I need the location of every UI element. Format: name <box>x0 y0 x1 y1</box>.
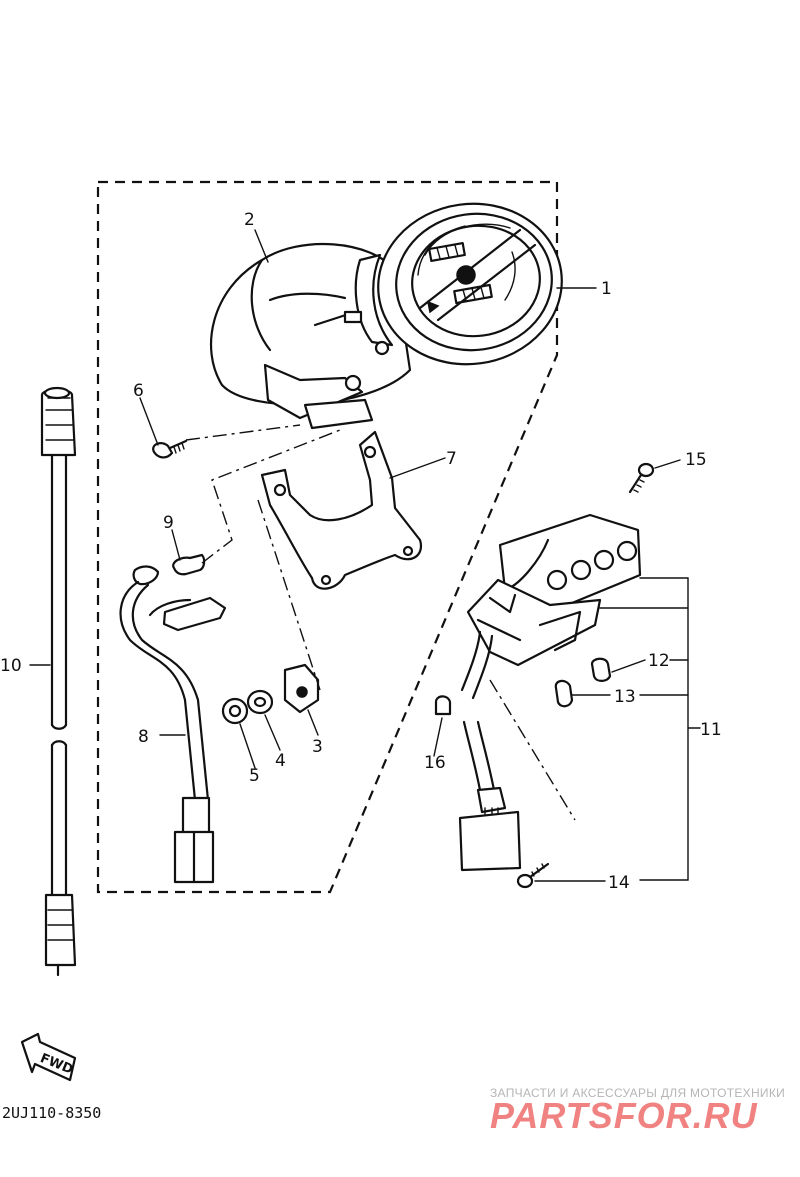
part-number-9: 9 <box>163 513 174 533</box>
part-number-16: 16 <box>424 753 446 773</box>
part-number-6: 6 <box>133 381 144 401</box>
screw-15[interactable] <box>628 462 655 494</box>
diagram-code: 2UJ110-8350 <box>2 1104 101 1122</box>
speedometer-assembly[interactable] <box>343 192 572 376</box>
part-number-10: 10 <box>0 656 22 676</box>
bulb-9[interactable] <box>172 553 206 576</box>
part-number-3: 3 <box>312 737 323 757</box>
part-number-15: 15 <box>685 450 707 470</box>
meter-lead-wire[interactable] <box>119 565 227 884</box>
part-number-13: 13 <box>614 687 636 707</box>
damper-3[interactable] <box>283 663 320 714</box>
part-number-8: 8 <box>138 727 149 747</box>
part-number-2: 2 <box>244 210 255 230</box>
watermark-tagline: ЗАПЧАСТИ И АКСЕССУАРЫ ДЛЯ МОТОТЕХНИКИ <box>490 1086 785 1100</box>
speedometer-cable[interactable] <box>40 386 77 977</box>
part-number-11: 11 <box>700 720 722 740</box>
nut-5[interactable] <box>221 697 249 725</box>
part-number-14: 14 <box>608 873 630 893</box>
bulb-socket-12[interactable] <box>590 657 612 682</box>
washer-4[interactable] <box>246 689 274 715</box>
part-number-4: 4 <box>275 751 286 771</box>
watermark-brand: PARTSFOR.RU <box>490 1095 758 1136</box>
bulb-13[interactable] <box>554 679 574 708</box>
grommet-16[interactable] <box>434 695 452 716</box>
part-number-5: 5 <box>249 766 260 786</box>
screw-14[interactable] <box>516 862 550 889</box>
assembly-boundary <box>96 180 559 894</box>
part-number-12: 12 <box>648 651 670 671</box>
part-number-7: 7 <box>446 449 457 469</box>
screw-6[interactable] <box>152 439 188 459</box>
leader-lines <box>29 229 701 882</box>
meter-bracket[interactable] <box>260 430 423 590</box>
indicator-light-assembly[interactable] <box>458 513 642 872</box>
part-number-1: 1 <box>601 279 612 299</box>
fwd-arrow: FWD <box>20 1032 77 1082</box>
